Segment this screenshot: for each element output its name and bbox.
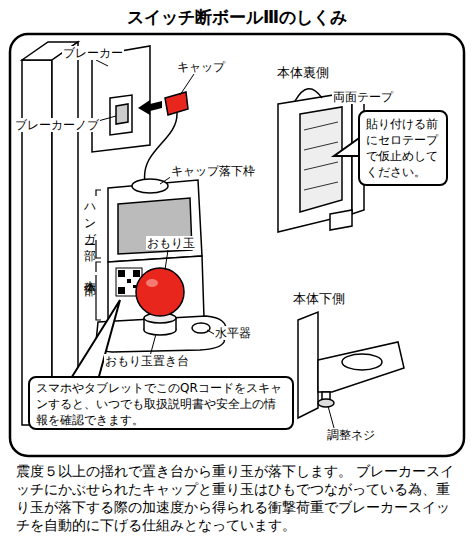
part-label: 調整ネジ — [326, 428, 376, 442]
part-label: ハンガー部 — [82, 196, 98, 240]
qr-code — [118, 287, 125, 294]
leader-line — [96, 60, 108, 66]
part-label: おもり玉置き台 — [104, 354, 190, 368]
back-view — [295, 89, 322, 101]
leader-line — [180, 74, 194, 95]
qr-code — [127, 279, 131, 283]
caption: 震度５以上の揺れで置き台から重り玉が落下します。 ブレーカースイッチにかぶせられ… — [16, 462, 458, 534]
wall — [22, 42, 78, 425]
cap — [138, 100, 162, 115]
device — [192, 323, 210, 333]
ball-highlight — [146, 279, 158, 287]
part-label: ブレーカーノブ — [14, 118, 100, 132]
back-view — [330, 210, 352, 230]
leader-line — [165, 250, 168, 270]
leader-line — [150, 334, 156, 356]
bottom-view — [342, 354, 382, 370]
device — [132, 179, 168, 193]
part-label: 水平器 — [214, 326, 252, 340]
part-label: 本体裏側 — [276, 66, 330, 80]
bracket — [96, 262, 101, 320]
part-label: ブレーカー — [62, 46, 124, 60]
device — [108, 180, 202, 262]
device — [108, 256, 204, 322]
weight-ball — [136, 268, 184, 316]
wall — [22, 60, 52, 425]
cap — [138, 92, 188, 115]
callout-text: 貼り付ける前にセロテープで仮止めしてください。 — [366, 116, 440, 180]
back-view — [300, 107, 342, 212]
qr-code — [118, 270, 125, 277]
cap — [165, 92, 188, 115]
breaker — [110, 95, 132, 135]
part-label: 両面テープ — [332, 90, 394, 104]
leader-line — [66, 60, 352, 428]
qr-code — [133, 270, 140, 277]
part-label: キャップ — [176, 60, 226, 74]
part-label: 本体下側 — [292, 292, 346, 306]
bottom-view — [298, 312, 318, 418]
bottom-view — [318, 342, 404, 392]
wall — [52, 42, 78, 425]
breaker — [92, 46, 150, 152]
breaker — [116, 104, 128, 124]
frame — [10, 34, 464, 456]
bottom-view — [298, 312, 404, 418]
back-view — [278, 92, 352, 232]
bottom-view — [318, 399, 334, 407]
device — [96, 179, 226, 352]
back-view — [278, 89, 364, 232]
callout-text: スマホやタブレットでこのQRコードをスキャンすると、いつでも取扱説明書や安全上の… — [36, 380, 286, 428]
leader-line — [207, 330, 214, 334]
qr-code — [133, 285, 136, 288]
title: スイッチ断ボールⅢのしくみ — [0, 6, 474, 29]
part-label: 本体部 — [82, 272, 98, 275]
breaker — [92, 46, 150, 152]
callout-pointer — [70, 300, 120, 380]
part-label: おもり玉 — [146, 236, 196, 250]
part-label: キャップ落下枠 — [170, 164, 256, 178]
leader-line — [328, 406, 334, 428]
qr-callout: スマホやタブレットでこのQRコードをスキャンすると、いつでも取扱説明書や安全上の… — [28, 376, 294, 430]
note-callout: 貼り付ける前にセロテープで仮止めしてください。 — [358, 110, 448, 186]
